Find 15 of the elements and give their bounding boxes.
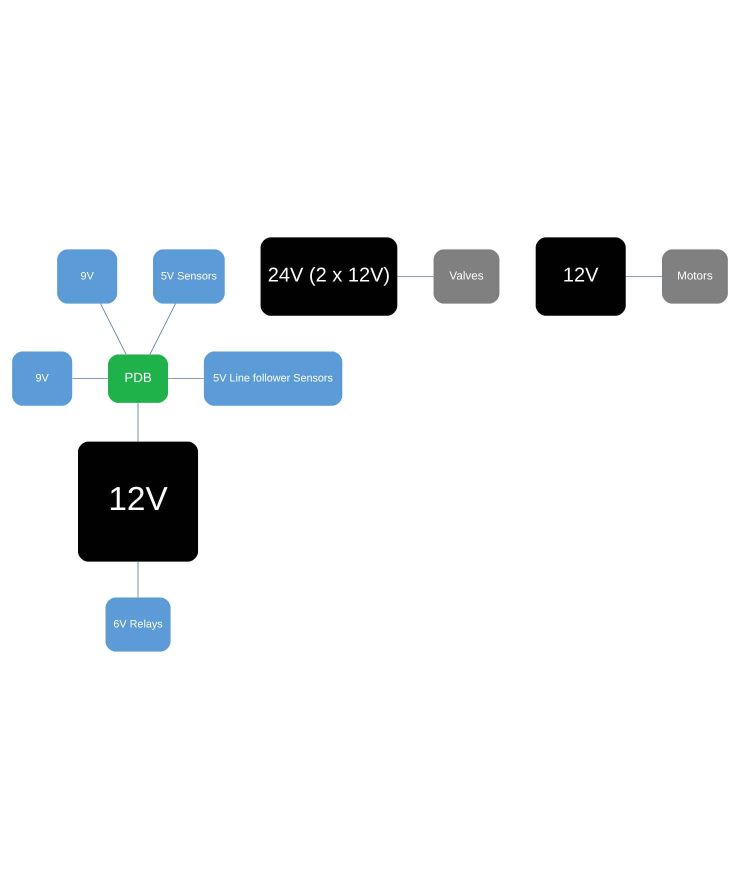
connector bbox=[168, 378, 204, 379]
node-box: 24V (2 x 12V) bbox=[260, 236, 398, 316]
connector bbox=[150, 302, 176, 354]
connector bbox=[100, 302, 127, 354]
node-box: Valves bbox=[434, 248, 500, 304]
node-box: PDB bbox=[108, 354, 168, 402]
node-box: Motors bbox=[662, 248, 728, 304]
node-box: 12V bbox=[78, 441, 198, 562]
node-box: 5V Sensors bbox=[153, 248, 225, 304]
node-box: 9V bbox=[57, 248, 118, 304]
node-box: 6V Relays bbox=[106, 596, 171, 652]
node-box: 9V bbox=[12, 351, 72, 406]
node-box: 12V bbox=[536, 236, 626, 316]
connector bbox=[72, 378, 108, 379]
node-box: 5V Line follower Sensors bbox=[204, 351, 342, 406]
